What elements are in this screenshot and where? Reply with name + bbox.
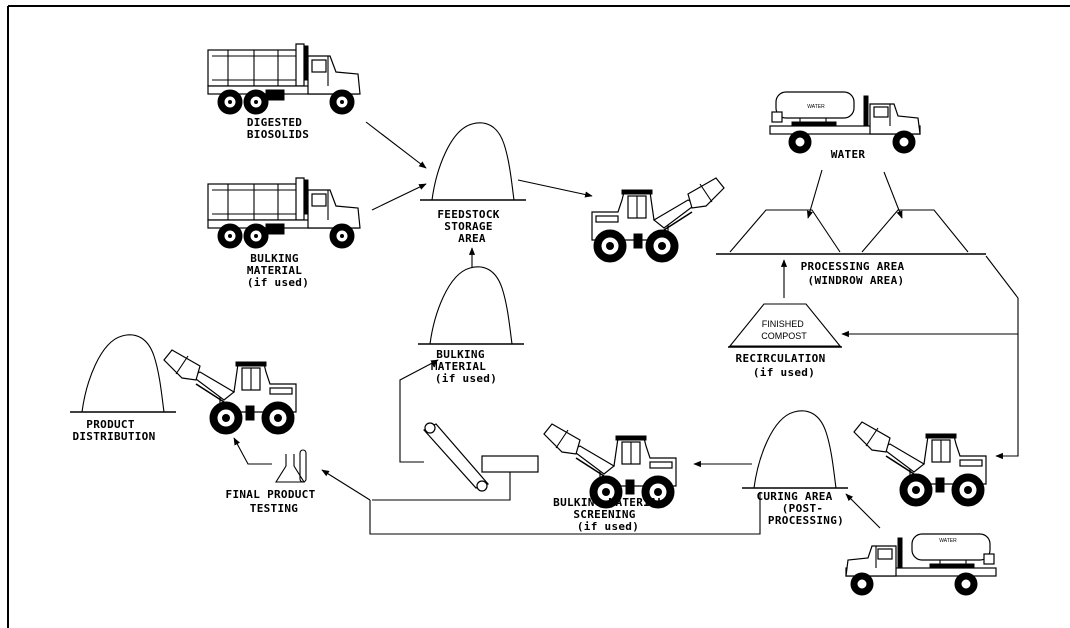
- water-label: WATER: [831, 148, 866, 161]
- arrow-bulking-to-feedstock: [372, 184, 426, 210]
- arrow-biosolids-to-feedstock: [366, 122, 426, 168]
- curing-area-label: CURING AREA (POST- PROCESSING): [756, 490, 844, 527]
- product-distribution-pile-icon: [70, 335, 176, 412]
- test-flask-icon: [276, 450, 306, 482]
- feedstock-pile-icon: [420, 123, 526, 200]
- dump-truck-icon-bulking: [208, 178, 360, 248]
- tank-label-bottom: WATER: [939, 538, 957, 544]
- product-distribution-label: PRODUCT DISTRIBUTION: [72, 418, 155, 443]
- bulking-material-mid-label: BULKING MATERIAL (if used): [431, 348, 497, 385]
- front-loader-icon-top: [592, 178, 724, 262]
- finished-compost-label: FINISHED COMPOST: [761, 319, 807, 341]
- water-tank-truck-icon-top: [770, 92, 920, 153]
- water-tank-truck-icon-bottom: [846, 534, 996, 595]
- feedstock-storage-label: FEEDSTOCK STORAGE AREA: [437, 208, 506, 245]
- arrow-testing-to-loader: [234, 438, 272, 464]
- arrow-processing-to-loader: [986, 256, 1018, 456]
- dump-truck-icon-biosolids: [208, 44, 360, 114]
- final-product-testing-label: FINAL PRODUCT TESTING: [226, 488, 323, 515]
- front-loader-icon-left: [164, 350, 296, 434]
- arrow-water-to-curing: [846, 494, 880, 528]
- arrow-screen-to-bulking: [400, 360, 438, 462]
- arrow-to-final-testing: [322, 470, 370, 500]
- bulking-material-top-label: BULKING MATERIAL (if used): [247, 252, 309, 289]
- processing-area-label: PROCESSING AREA (WINDROW AREA): [801, 260, 912, 287]
- arrow-water-to-windrow-left: [808, 170, 822, 218]
- arrow-feedstock-to-loader: [518, 180, 592, 196]
- bulking-screening-label: BULKING MATERIAL SCREENING (if used): [553, 496, 671, 533]
- curing-pile-icon: [742, 411, 848, 488]
- tank-label-top: WATER: [807, 104, 825, 110]
- digested-biosolids-label: DIGESTED BIOSOLIDS: [247, 116, 309, 141]
- bulking-material-pile-icon: [418, 267, 524, 344]
- windrow-icons: [716, 210, 986, 254]
- recirculation-label: RECIRCULATION (if used): [736, 352, 833, 379]
- arrow-water-to-windrow-right: [884, 172, 902, 218]
- front-loader-icon-right: [854, 422, 986, 506]
- screen-conveyor-icon: [372, 423, 538, 500]
